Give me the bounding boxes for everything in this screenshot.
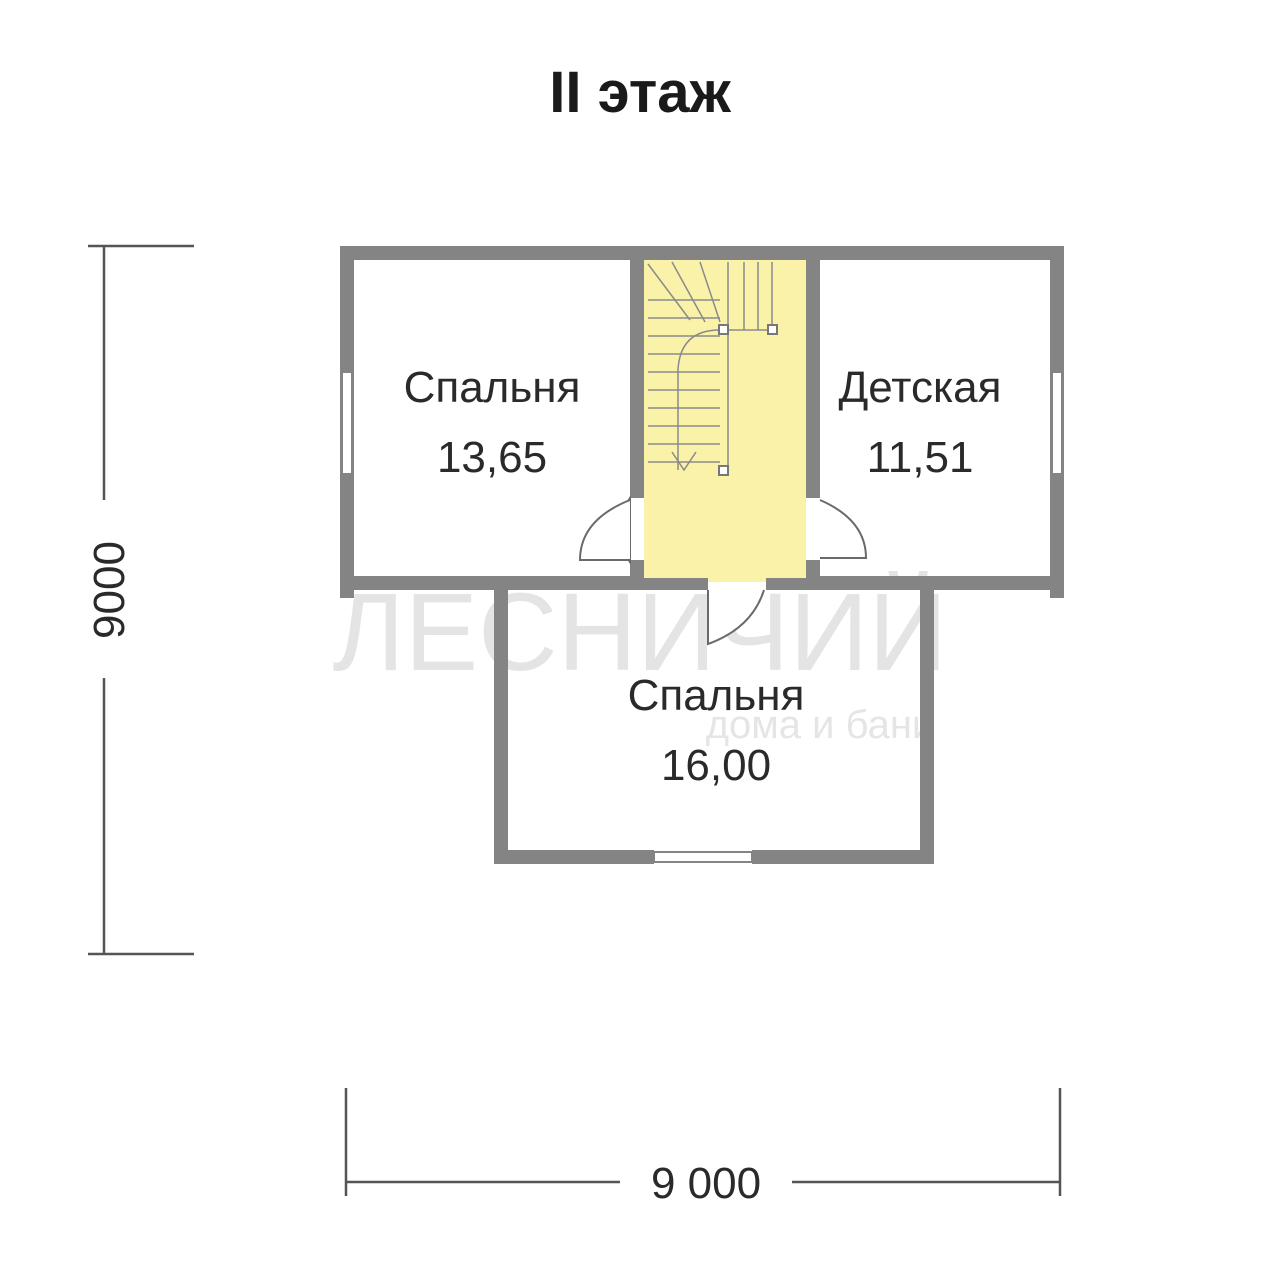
room-kids: Детская 11,51	[839, 363, 1002, 482]
room-name: Спальня	[404, 363, 581, 412]
dimension-height	[88, 244, 194, 956]
watermark-brand: ЛЕСНИЧИЙ	[333, 571, 948, 694]
watermark-tagline: дома и бани	[706, 703, 935, 747]
room-area: 16,00	[661, 741, 771, 790]
dimension-height-label: 9000	[85, 541, 134, 639]
room-name: Детская	[839, 363, 1002, 412]
dimension-width-label: 9 000	[651, 1159, 761, 1208]
window-bottom	[653, 851, 753, 863]
room-area: 11,51	[867, 433, 974, 482]
staircase	[644, 258, 806, 582]
walls	[340, 246, 1064, 864]
window-right	[1051, 371, 1063, 475]
door-right-swing	[819, 499, 868, 559]
window-left	[341, 371, 353, 475]
floor-title: II этаж	[549, 60, 731, 125]
dimension-width	[344, 1088, 1062, 1196]
room-name: Спальня	[628, 671, 805, 720]
door-bottom-swing	[707, 589, 765, 646]
doors	[578, 494, 868, 646]
watermark: ЛЕСНИЧИЙ дома и бани	[333, 571, 948, 747]
windows	[341, 371, 1063, 863]
door-left-swing	[578, 499, 631, 561]
room-area: 13,65	[437, 433, 547, 482]
room-bedroom-1: Спальня 13,65	[404, 363, 581, 482]
stair-well	[644, 258, 806, 582]
room-bedroom-2: Спальня 16,00	[628, 671, 805, 790]
